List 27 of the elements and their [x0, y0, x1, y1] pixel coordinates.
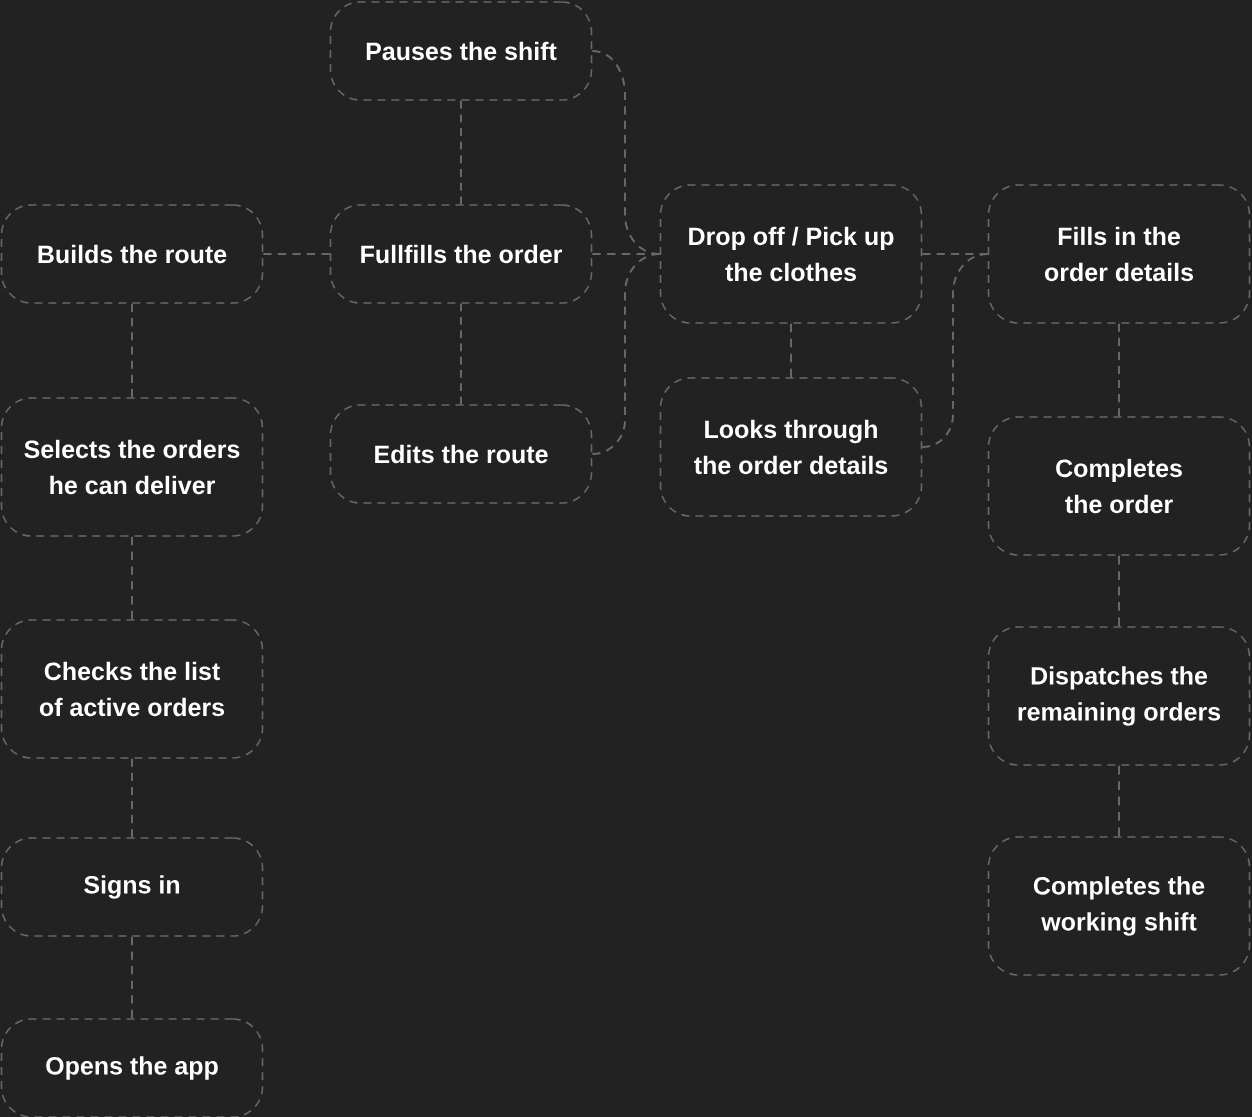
connector [591, 253, 661, 455]
connector [460, 302, 462, 406]
connector [921, 253, 989, 448]
process-box: Opens the app [0, 1018, 264, 1117]
connector [131, 535, 133, 621]
connector [262, 253, 331, 255]
process-box: Dispatches the remaining orders [987, 626, 1251, 766]
process-box: Drop off / Pick up the clothes [659, 184, 923, 324]
process-box: Completes the working shift [987, 836, 1251, 976]
connector [131, 757, 133, 839]
process-box: Edits the route [329, 404, 593, 504]
process-box: Pauses the shift [329, 1, 593, 101]
process-box: Builds the route [0, 204, 264, 304]
process-box: Checks the list of active orders [0, 619, 264, 759]
connector [1118, 554, 1120, 628]
process-box: Completes the order [987, 416, 1251, 556]
connector [1118, 322, 1120, 418]
connector [131, 302, 133, 399]
process-box: Selects the orders he can deliver [0, 397, 264, 537]
connector [131, 935, 133, 1020]
connector [460, 99, 462, 206]
connector [790, 322, 792, 379]
process-box: Fills in the order details [987, 184, 1251, 324]
process-box: Fullfills the order [329, 204, 593, 304]
process-box: Looks through the order details [659, 377, 923, 517]
connector [1118, 764, 1120, 838]
process-box: Signs in [0, 837, 264, 937]
